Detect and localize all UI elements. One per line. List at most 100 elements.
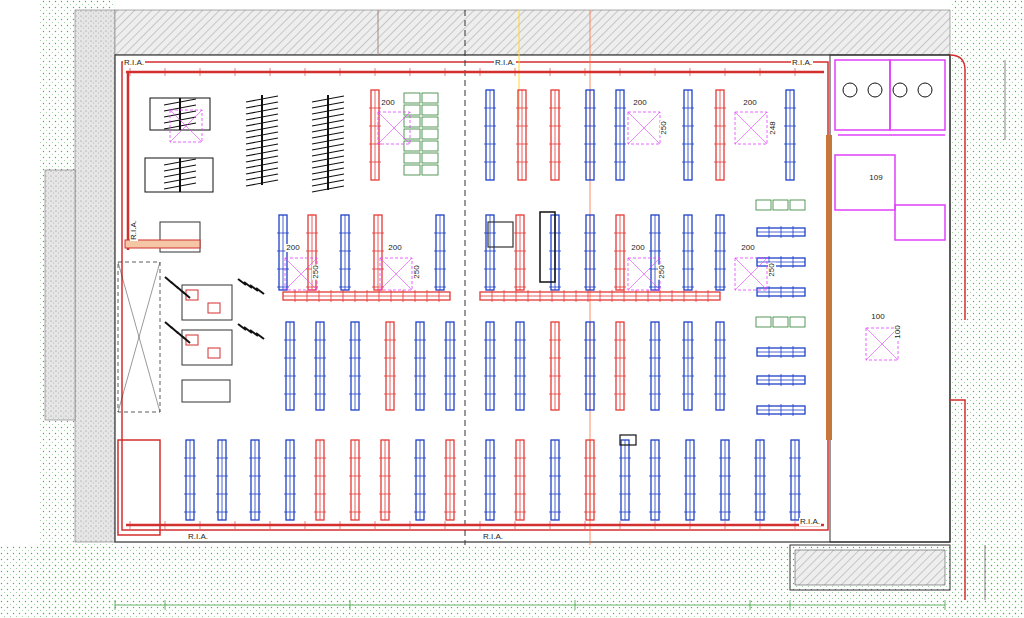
shelf-tick: [379, 476, 391, 477]
fixture: [312, 108, 344, 114]
shelf-tick: [649, 287, 661, 288]
shelf-rack: [283, 296, 450, 297]
fixture: [246, 180, 278, 186]
shelf-rack: [450, 322, 451, 410]
column-marker: [628, 258, 660, 290]
shelf-tick: [284, 394, 296, 395]
shelf-tick: [484, 126, 496, 127]
shelf-tick: [200, 521, 201, 529]
fixture: [246, 162, 278, 168]
shelf-tick: [184, 494, 196, 495]
shelf-tick: [444, 376, 456, 377]
shelf-tick: [614, 287, 626, 288]
shelf-tick: [305, 521, 306, 529]
fixture: [327, 95, 329, 190]
fixture: [246, 102, 278, 108]
shelf-tick: [514, 494, 526, 495]
shelf-tick: [684, 512, 696, 513]
shelf-tick: [414, 358, 426, 359]
shelf-tick: [795, 68, 796, 76]
shelf-tick: [369, 144, 381, 145]
shelf-tick: [614, 358, 626, 359]
shelf-rack: [616, 90, 624, 180]
shelf-tick: [549, 458, 561, 459]
axis-line: [519, 10, 520, 120]
shelf-tick: [516, 144, 528, 145]
shelf-rack: [436, 215, 444, 290]
shelf-rack: [684, 322, 692, 410]
shelf-tick: [649, 233, 661, 234]
shelf-tick: [306, 233, 318, 234]
shelf-tick: [714, 144, 726, 145]
display-box: [422, 117, 438, 127]
shelf-tick: [314, 512, 326, 513]
shelf-tick: [375, 521, 376, 529]
shelf-tick: [444, 494, 456, 495]
shelf-tick: [754, 458, 766, 459]
fixture: [246, 150, 278, 156]
shelf-tick: [284, 340, 296, 341]
shelf-tick: [434, 287, 446, 288]
shelf-tick: [714, 287, 726, 288]
display-box: [422, 93, 438, 103]
sales-floor-wall: [122, 62, 828, 530]
dimension-label: 250: [312, 264, 320, 279]
shelf-tick: [649, 376, 661, 377]
shelf-tick: [384, 394, 396, 395]
shelf-rack: [625, 440, 626, 520]
trolley-symbol: [183, 292, 190, 298]
shelf-tick: [614, 144, 626, 145]
office-room: [895, 205, 945, 240]
shelf-tick: [414, 494, 426, 495]
fixture: [246, 144, 278, 150]
shelf-tick: [614, 376, 626, 377]
shelf-rack: [686, 440, 694, 520]
service-counter: [125, 240, 200, 248]
shelf-tick: [284, 476, 296, 477]
dimension-tick: [350, 600, 351, 610]
toilet-room: [835, 60, 890, 130]
shelf-tick: [649, 358, 661, 359]
shelf-tick: [349, 340, 361, 341]
dimension-tick: [165, 600, 166, 610]
shelf-tick: [584, 512, 596, 513]
shelf-tick: [649, 340, 661, 341]
shelf-tick: [682, 269, 694, 270]
shelf-tick: [684, 476, 696, 477]
shelf-rack: [486, 322, 494, 410]
shelf-tick: [514, 376, 526, 377]
shelf-tick: [369, 126, 381, 127]
checkout-counter: [208, 348, 220, 358]
shelf-tick: [515, 68, 516, 76]
shelf-rack: [551, 90, 559, 180]
shelf-tick: [516, 162, 528, 163]
shelf-tick: [708, 290, 709, 302]
shelf-tick: [528, 290, 529, 302]
fixture: [164, 123, 196, 129]
shelf-tick: [314, 376, 326, 377]
column-marker: [735, 112, 767, 144]
fixture: [246, 132, 278, 138]
shelf-tick: [367, 290, 368, 302]
shelf-tick: [793, 374, 794, 386]
shelf-tick: [165, 521, 166, 529]
shelf-tick: [349, 458, 361, 459]
shelf-rack: [555, 90, 556, 180]
shelf-tick: [514, 269, 526, 270]
shelf-rack: [490, 322, 491, 410]
shelf-tick: [714, 126, 726, 127]
shelf-tick: [384, 358, 396, 359]
shelf-rack: [590, 440, 591, 520]
shelf-rack: [721, 440, 729, 520]
shelf-tick: [793, 286, 794, 298]
shelf-tick: [714, 376, 726, 377]
shelf-tick: [719, 476, 731, 477]
shelf-tick: [682, 251, 694, 252]
shelf-tick: [549, 376, 561, 377]
shelf-tick: [682, 233, 694, 234]
fixture: [540, 212, 555, 282]
shelf-tick: [515, 521, 516, 529]
dimension-line: [115, 605, 945, 606]
shelf-tick: [682, 144, 694, 145]
